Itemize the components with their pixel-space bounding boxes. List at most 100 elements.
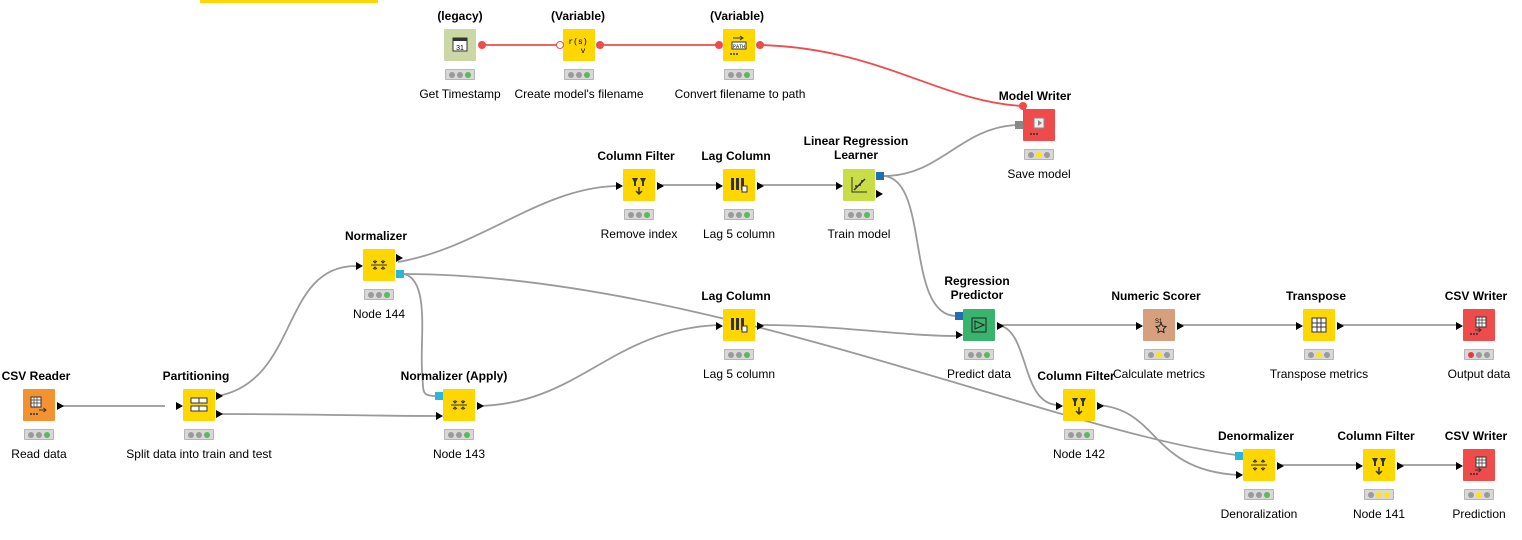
normalizer-apply-icon [451,400,467,410]
model-writer-node[interactable] [1023,109,1055,141]
data-connection[interactable] [397,185,617,263]
data-in-port[interactable] [836,182,843,190]
data-out-port[interactable] [1277,462,1284,470]
column-filter-node[interactable] [623,169,655,201]
status-lights [24,429,54,440]
partitioning-node[interactable] [183,389,215,421]
node-label[interactable]: Create model's filename [514,87,644,101]
node-label[interactable]: Node 142 [1052,447,1106,461]
csv-writer-node[interactable] [1463,309,1495,341]
node-label[interactable]: Train model [827,227,891,241]
data-in-port[interactable] [1056,402,1063,410]
data-in-port[interactable] [436,412,443,420]
node-label[interactable]: Lag 5 column [702,227,776,241]
model-out-port[interactable] [876,172,884,180]
data-connection[interactable] [217,265,357,397]
normalizer-apply-node[interactable] [443,389,475,421]
flow-out-port[interactable] [756,41,764,49]
flow-in-port[interactable] [715,41,723,49]
csv-writer-icon [1470,316,1487,335]
model-in-port[interactable] [1235,452,1243,460]
data-in-port[interactable] [716,182,723,190]
node-label[interactable]: Node 144 [352,307,406,321]
data-out-port[interactable] [997,322,1004,330]
node-label[interactable]: Get Timestamp [419,87,501,101]
data-connection[interactable] [403,273,438,397]
data-in-port[interactable] [956,331,963,339]
data-out-port[interactable] [216,410,223,418]
regression-learner-icon [851,177,867,193]
flow-in-port[interactable] [1019,102,1027,110]
node-label[interactable]: Node 141 [1352,507,1406,521]
data-in-port[interactable] [1456,462,1463,470]
data-out-port[interactable] [1097,402,1104,410]
flow-out-port[interactable] [596,41,604,49]
csv-reader-node[interactable] [23,389,55,421]
node-label[interactable]: Remove index [600,227,678,241]
data-in-port[interactable] [1296,322,1303,330]
node-label[interactable]: Read data [11,447,67,461]
get-timestamp-node[interactable]: 31 [444,29,476,61]
data-out-port[interactable] [396,254,403,262]
numeric-scorer-node[interactable]: S1 [1143,309,1175,341]
node-label[interactable]: Lag 5 column [702,367,776,381]
data-out-port[interactable] [876,190,883,198]
node-label[interactable]: Prediction [1452,507,1506,521]
data-in-port[interactable] [1236,471,1243,479]
model-out-port[interactable] [396,270,404,278]
linear-regression-learner-node[interactable] [843,169,875,201]
node-label[interactable]: Node 143 [432,447,486,461]
data-connection[interactable] [757,324,959,337]
column-filter-node[interactable] [1363,449,1395,481]
convert-path-node[interactable]: PATH [723,29,755,61]
lag-column-node[interactable] [723,169,755,201]
node-label[interactable]: Predict data [946,367,1012,381]
data-out-port[interactable] [657,182,664,190]
node-label[interactable]: Convert filename to path [674,87,806,101]
data-connection[interactable] [1097,404,1239,476]
data-out-port[interactable] [1337,322,1344,330]
data-out-port[interactable] [757,182,764,190]
data-in-port[interactable] [716,322,723,330]
data-out-port[interactable] [477,402,484,410]
flow-connection[interactable] [759,44,1024,107]
model-in-port[interactable] [1015,121,1023,129]
flow-in-port[interactable] [556,41,564,49]
data-out-port[interactable] [757,322,764,330]
normalizer-node[interactable] [363,249,395,281]
model-in-port[interactable] [955,312,963,320]
denormalizer-node[interactable] [1243,449,1275,481]
regression-predictor-node[interactable] [963,309,995,341]
data-connection[interactable] [403,273,1237,456]
node-label[interactable]: Denoralization [1220,507,1298,521]
data-connection[interactable] [883,175,957,317]
create-filename-node[interactable]: r(s)v [563,29,595,61]
node-label[interactable]: Output data [1447,367,1511,381]
data-in-port[interactable] [1456,322,1463,330]
node-label[interactable]: Calculate metrics [1112,367,1206,381]
data-in-port[interactable] [176,402,183,410]
svg-text:r(s): r(s) [568,38,587,47]
data-in-port[interactable] [356,262,363,270]
data-in-port[interactable] [616,182,623,190]
data-in-port[interactable] [1136,322,1143,330]
data-connection[interactable] [217,413,438,417]
data-out-port[interactable] [216,392,223,400]
data-out-port[interactable] [57,402,64,410]
csv-writer-node[interactable] [1463,449,1495,481]
node-label[interactable]: Save model [1007,167,1071,181]
transpose-node[interactable] [1303,309,1335,341]
data-connection[interactable] [883,124,1017,177]
flow-out-port[interactable] [478,41,486,49]
model-in-port[interactable] [435,392,443,400]
data-connection[interactable] [997,324,1059,406]
data-connection[interactable] [477,324,719,407]
data-out-port[interactable] [1397,462,1404,470]
data-in-port[interactable] [1356,462,1363,470]
data-out-port[interactable] [1177,322,1184,330]
column-filter-node[interactable] [1063,389,1095,421]
node-label[interactable]: Transpose metrics [1269,367,1369,381]
node-label[interactable]: Split data into train and test [126,447,272,461]
lag-column-node[interactable] [723,309,755,341]
